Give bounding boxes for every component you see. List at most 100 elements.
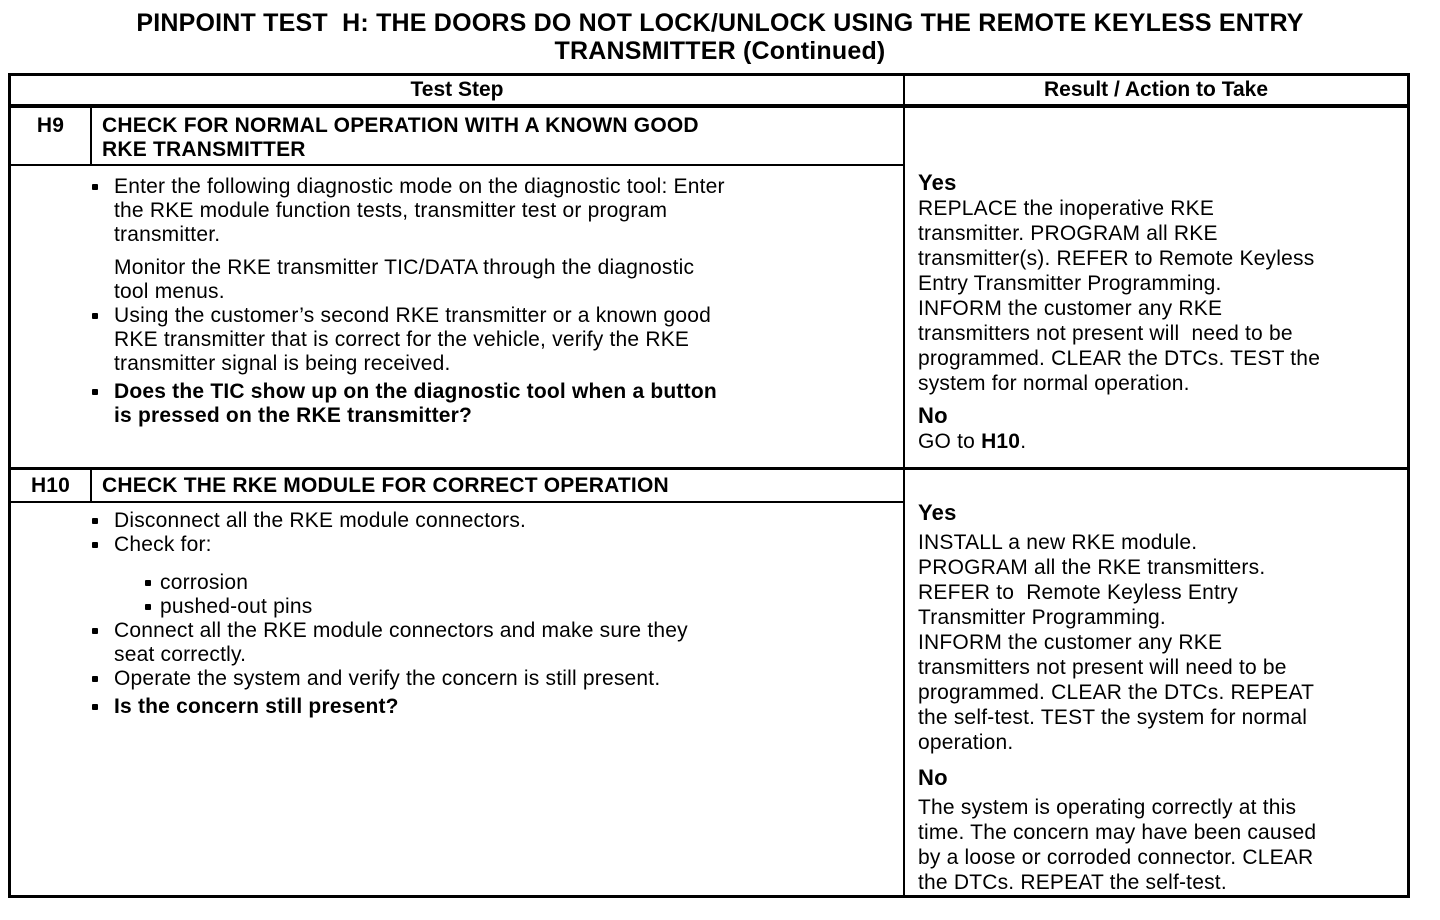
text-line: RKE TRANSMITTER (102, 138, 306, 161)
step-row-h10: H10 CHECK THE RKE MODULE FOR CORRECT OPE… (11, 470, 1407, 895)
text-line: the self-test. TEST the system for norma… (918, 706, 1308, 729)
list-item-text: Operate the system and verify the concer… (114, 667, 660, 691)
step-title: CHECK THE RKE MODULE FOR CORRECT OPERATI… (92, 470, 903, 501)
bullet-icon (92, 313, 98, 319)
bullet-icon (145, 604, 151, 610)
list-item: Does the TIC show up on the diagnostic t… (11, 380, 903, 428)
bullet-icon (92, 518, 98, 524)
text-line: by a loose or corroded connector. CLEAR (918, 846, 1314, 869)
list-item: Connect all the RKE module connectors an… (11, 619, 903, 667)
page-title: PINPOINT TEST H: THE DOORS DO NOT LOCK/U… (0, 9, 1440, 65)
no-action-prefix: GO to (918, 430, 982, 453)
bullet-icon (92, 628, 98, 634)
no-action-text: GO to H10. (918, 429, 1401, 454)
text-line: The system is operating correctly at thi… (918, 796, 1297, 819)
no-heading: No (918, 403, 948, 428)
no-heading: No (918, 765, 948, 790)
text-line: transmitter signal is being received. (114, 352, 451, 375)
text-line: REPLACE the inoperative RKE (918, 197, 1215, 220)
text-line: transmitter. PROGRAM all RKE (918, 222, 1218, 245)
text-line: operation. (918, 731, 1014, 754)
text-line: tool menus. (114, 280, 225, 303)
text-line: PROGRAM all the RKE transmitters. (918, 556, 1266, 579)
pinpoint-test-table: Test Step Result / Action to Take H9 CHE… (8, 73, 1410, 898)
list-item: Using the customer’s second RKE transmit… (11, 304, 903, 376)
yes-heading: Yes (918, 500, 957, 525)
list-item: pushed-out pins (11, 595, 903, 619)
step-title: CHECK FOR NORMAL OPERATION WITH A KNOWN … (92, 108, 903, 164)
list-item-text: Disconnect all the RKE module connectors… (114, 509, 526, 533)
bullet-icon (92, 389, 98, 395)
text-line: transmitters not present will need to be (918, 322, 1293, 345)
list-item-text: Enter the following diagnostic mode on t… (114, 175, 725, 247)
no-action-suffix: . (1020, 430, 1027, 453)
step-number: H10 (11, 470, 92, 501)
text-line: Disconnect all the RKE module connectors… (114, 509, 527, 532)
text-line: transmitter(s). REFER to Remote Keyless (918, 247, 1315, 270)
text-line: programmed. CLEAR the DTCs. REPEAT (918, 681, 1315, 704)
text-line: corrosion (160, 571, 249, 594)
result-cell: Yes INSTALL a new RKE module.PROGRAM all… (905, 470, 1407, 895)
text-line: Operate the system and verify the concer… (114, 667, 661, 690)
step-procedure-list: Enter the following diagnostic mode on t… (11, 166, 903, 467)
text-line: REFER to Remote Keyless Entry (918, 581, 1238, 604)
step-row-h9: H9 CHECK FOR NORMAL OPERATION WITH A KNO… (11, 108, 1407, 470)
step-number: H9 (11, 108, 92, 164)
text-line: the DTCs. REPEAT the self-test. (918, 871, 1227, 894)
text-line: time. The concern may have been caused (918, 821, 1317, 844)
text-line: Does the TIC show up on the diagnostic t… (114, 380, 717, 403)
list-item: Operate the system and verify the concer… (11, 667, 903, 691)
text-line: transmitters not present will need to be (918, 656, 1287, 679)
yes-action-text: INSTALL a new RKE module.PROGRAM all the… (918, 530, 1401, 755)
bullet-icon (145, 580, 151, 586)
step-procedure-list: Disconnect all the RKE module connectors… (11, 503, 903, 895)
step-title-row: H10 CHECK THE RKE MODULE FOR CORRECT OPE… (11, 470, 903, 503)
text-line: Is the concern still present? (114, 695, 399, 718)
text-line: Entry Transmitter Programming. (918, 272, 1222, 295)
text-line: CHECK FOR NORMAL OPERATION WITH A KNOWN … (102, 114, 699, 137)
text-line: pushed-out pins (160, 595, 313, 618)
list-item-text: pushed-out pins (160, 595, 312, 619)
list-item-text: Is the concern still present? (114, 695, 399, 719)
list-item-text: Monitor the RKE transmitter TIC/DATA thr… (114, 256, 694, 304)
bullet-icon (92, 542, 98, 548)
list-item: Check for: (11, 533, 903, 557)
header-cell-result: Result / Action to Take (905, 76, 1407, 104)
list-item-text: corrosion (160, 571, 248, 595)
text-line: Check for: (114, 533, 212, 556)
text-line: TRANSMITTER (Continued) (554, 37, 886, 65)
text-line: RKE transmitter that is correct for the … (114, 328, 690, 351)
list-item: Is the concern still present? (11, 695, 903, 719)
no-action-step-ref: H10 (981, 430, 1021, 453)
test-step-cell: H10 CHECK THE RKE MODULE FOR CORRECT OPE… (11, 470, 905, 895)
text-line: PINPOINT TEST H: THE DOORS DO NOT LOCK/U… (136, 9, 1304, 37)
text-line: Monitor the RKE transmitter TIC/DATA thr… (114, 256, 695, 279)
list-item: Disconnect all the RKE module connectors… (11, 509, 903, 533)
header-label-test-step: Test Step (410, 78, 504, 101)
bullet-icon (92, 676, 98, 682)
text-line: the RKE module function tests, transmitt… (114, 199, 668, 222)
step-title-row: H9 CHECK FOR NORMAL OPERATION WITH A KNO… (11, 108, 903, 166)
list-item-text: Connect all the RKE module connectors an… (114, 619, 688, 667)
text-line: seat correctly. (114, 643, 247, 666)
list-item-text: Check for: (114, 533, 212, 557)
text-line: system for normal operation. (918, 372, 1190, 395)
list-item: Monitor the RKE transmitter TIC/DATA thr… (11, 256, 903, 304)
header-cell-test-step: Test Step (11, 76, 905, 104)
list-item: corrosion (11, 571, 903, 595)
list-item: Enter the following diagnostic mode on t… (11, 175, 903, 247)
text-line: INFORM the customer any RKE (918, 297, 1223, 320)
text-line: is pressed on the RKE transmitter? (114, 404, 473, 427)
yes-heading: Yes (918, 170, 957, 195)
list-item-text: Using the customer’s second RKE transmit… (114, 304, 711, 376)
bullet-icon (92, 704, 98, 710)
text-line: Transmitter Programming. (918, 606, 1166, 629)
text-line: transmitter. (114, 223, 221, 246)
table-header-row: Test Step Result / Action to Take (11, 76, 1407, 108)
list-item-text: Does the TIC show up on the diagnostic t… (114, 380, 717, 428)
text-line: INFORM the customer any RKE (918, 631, 1223, 654)
test-step-cell: H9 CHECK FOR NORMAL OPERATION WITH A KNO… (11, 108, 905, 467)
text-line: Connect all the RKE module connectors an… (114, 619, 688, 642)
